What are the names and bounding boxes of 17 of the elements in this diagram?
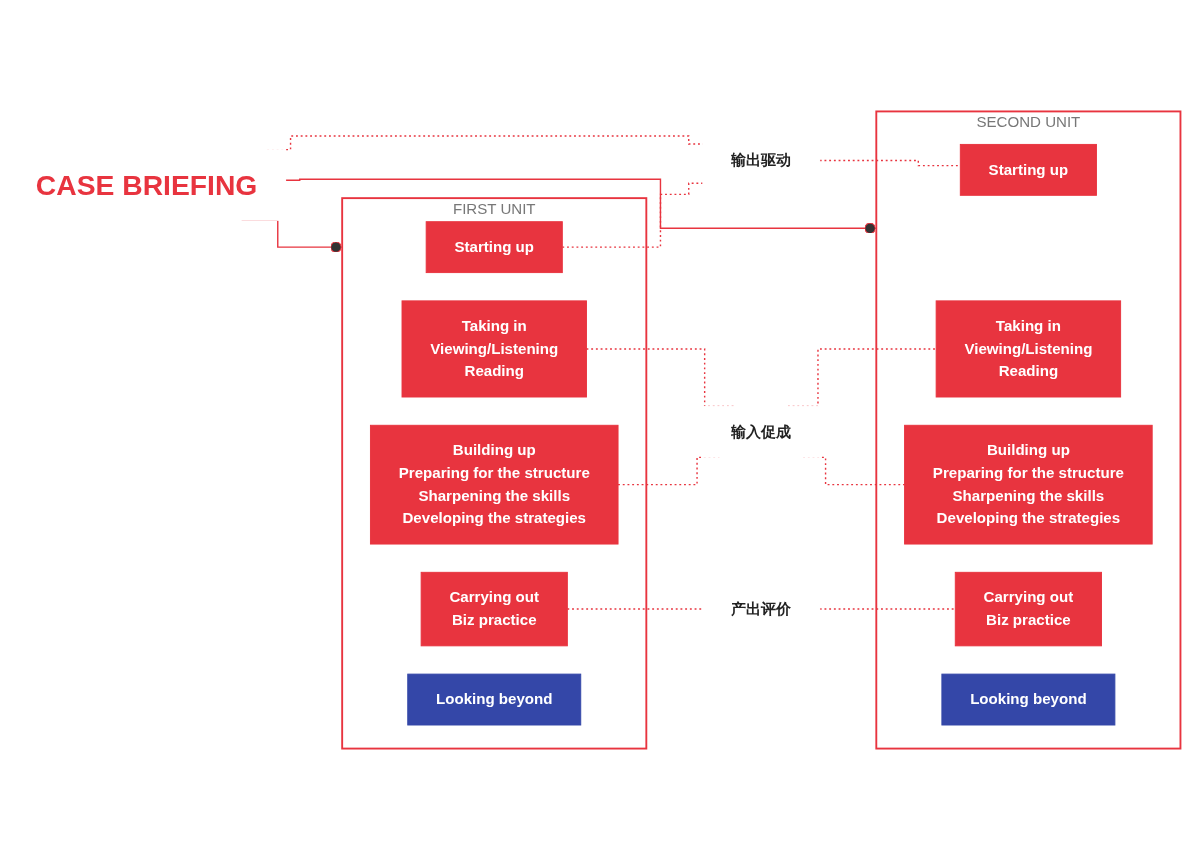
node-text: CASE BRIEFING (35, 169, 258, 201)
connector (819, 608, 956, 610)
node-box: Starting up (425, 221, 563, 274)
node-box: Building up Preparing for the structure Sharpening the skills Developing the strategies (904, 424, 1153, 545)
connector (819, 159, 961, 167)
node-box: Building up Preparing for the structure Sharpening the skills Developing the strategies (369, 424, 619, 545)
connector (566, 608, 704, 610)
node-box: Looking beyond (941, 673, 1116, 726)
node-text: 产出评价 (731, 600, 792, 617)
node-text: 输出驱动 (731, 151, 792, 168)
node-box: Starting up (959, 143, 1097, 196)
node-box: Carrying out Biz practice (954, 571, 1102, 647)
node-box: Taking in Viewing/Listening Reading (401, 300, 587, 398)
node-box: Looking beyond (407, 673, 582, 726)
node-box: Carrying out Biz practice (420, 571, 568, 647)
node-box: Taking in Viewing/Listening Reading (935, 300, 1122, 398)
connector (284, 178, 877, 234)
